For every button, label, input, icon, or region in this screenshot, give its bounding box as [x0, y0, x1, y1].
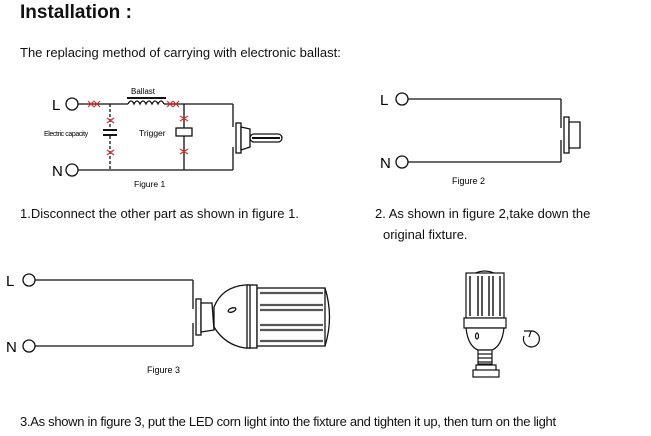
- vertical-bulb-diagram: [463, 270, 540, 378]
- cut-mark-icon: [172, 100, 180, 108]
- live-label: L: [6, 273, 14, 290]
- figure-1-diagram: L N Ballast Electric capacity Trigger Fi…: [44, 87, 283, 189]
- led-corn-bulb-icon: [213, 284, 331, 349]
- step-2-text-line1: 2. As shown in figure 2,take down the: [375, 206, 591, 221]
- neutral-label: N: [380, 155, 391, 172]
- cut-mark-icon: [179, 148, 189, 155]
- figure-1-caption: Figure 1: [134, 179, 165, 189]
- cut-mark-icon: [93, 100, 101, 108]
- figure-2-diagram: L N Figure 2: [380, 92, 581, 186]
- figure-2-caption: Figure 2: [452, 176, 485, 186]
- step-3-text: 3.As shown in figure 3, put the LED corn…: [20, 414, 556, 429]
- cut-mark-icon: [106, 117, 115, 124]
- ballast-label: Ballast: [131, 87, 156, 96]
- neutral-terminal-icon: [395, 155, 409, 169]
- socket-icon: [563, 116, 570, 154]
- live-label: L: [52, 97, 60, 114]
- live-label: L: [380, 92, 388, 109]
- trigger-icon: [175, 127, 193, 137]
- capacitor-label: Electric capacity: [44, 131, 89, 138]
- neutral-terminal-icon: [65, 163, 79, 177]
- step-2-text-line2: original fixture.: [383, 227, 468, 242]
- cut-mark-icon: [166, 100, 174, 108]
- ballast-coil-icon: [127, 100, 165, 106]
- live-terminal-icon: [22, 273, 36, 287]
- neutral-terminal-icon: [22, 339, 36, 353]
- live-terminal-icon: [395, 92, 409, 106]
- cut-marks: [87, 100, 189, 156]
- cut-mark-icon: [87, 100, 95, 108]
- rotate-arrow-icon: [522, 330, 540, 348]
- neutral-label: N: [6, 339, 17, 356]
- socket-icon: [235, 122, 242, 154]
- figure-3-diagram: L N Figure 3: [6, 273, 331, 375]
- figure-3-caption: Figure 3: [147, 365, 180, 375]
- intro-text: The replacing method of carrying with el…: [20, 45, 341, 60]
- live-terminal-icon: [65, 97, 79, 111]
- led-corn-bulb-vertical-icon: [463, 270, 507, 378]
- page-title: Installation :: [20, 2, 132, 23]
- neutral-label: N: [52, 163, 63, 180]
- step-1-text: 1.Disconnect the other part as shown in …: [20, 206, 299, 221]
- cut-mark-icon: [106, 149, 115, 156]
- socket-icon: [195, 298, 202, 336]
- cut-mark-icon: [179, 115, 189, 122]
- trigger-label: Trigger: [139, 128, 166, 138]
